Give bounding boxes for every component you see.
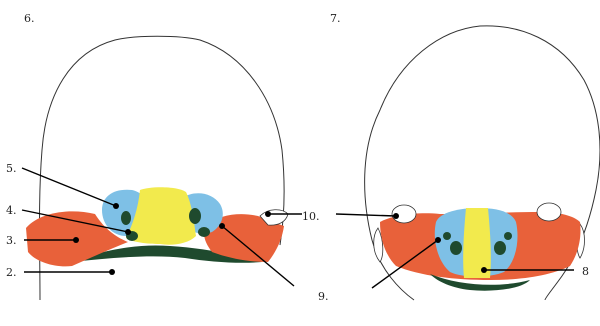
- leader-2-dot: [109, 269, 115, 275]
- leader-3-dot: [73, 237, 79, 243]
- figure-7: 7. 10. 9. 8: [265, 12, 600, 303]
- figure-6-hole-center-right: [198, 227, 210, 237]
- leader-5: [22, 168, 116, 206]
- label-5: 5.: [6, 162, 17, 175]
- figure-7-number: 7.: [330, 12, 341, 25]
- figure-6: 6. 5. 4. 3. 2.: [6, 12, 294, 300]
- label-9: 9.: [318, 290, 329, 303]
- figure-6-hole-right: [189, 208, 201, 224]
- figure-7-hole-right: [494, 241, 506, 255]
- figure-6-hole-left: [121, 211, 131, 225]
- label-3: 3.: [6, 234, 17, 247]
- label-10: 10.: [302, 210, 320, 223]
- label-2: 2.: [6, 266, 17, 279]
- figure-7-hole-mid-right: [504, 232, 512, 240]
- figure-7-socket-right: [537, 203, 561, 221]
- leader-10: [336, 214, 396, 216]
- leader-10-dot: [393, 213, 399, 219]
- leader-9-dot: [435, 237, 441, 243]
- figure-7-yellow-strip: [463, 208, 491, 278]
- figure-7-hole-mid-left: [443, 232, 451, 240]
- label-4: 4.: [6, 204, 17, 217]
- leader-10b-dot: [265, 211, 271, 217]
- label-8: 8: [582, 265, 589, 278]
- leader-8-dot: [481, 267, 487, 273]
- figure-6-number: 6.: [24, 12, 35, 25]
- figure-7-hole-left: [450, 241, 462, 255]
- leader-4-dot: [125, 229, 131, 235]
- leader-5-dot: [113, 203, 119, 209]
- leader-9a-dot: [219, 223, 225, 229]
